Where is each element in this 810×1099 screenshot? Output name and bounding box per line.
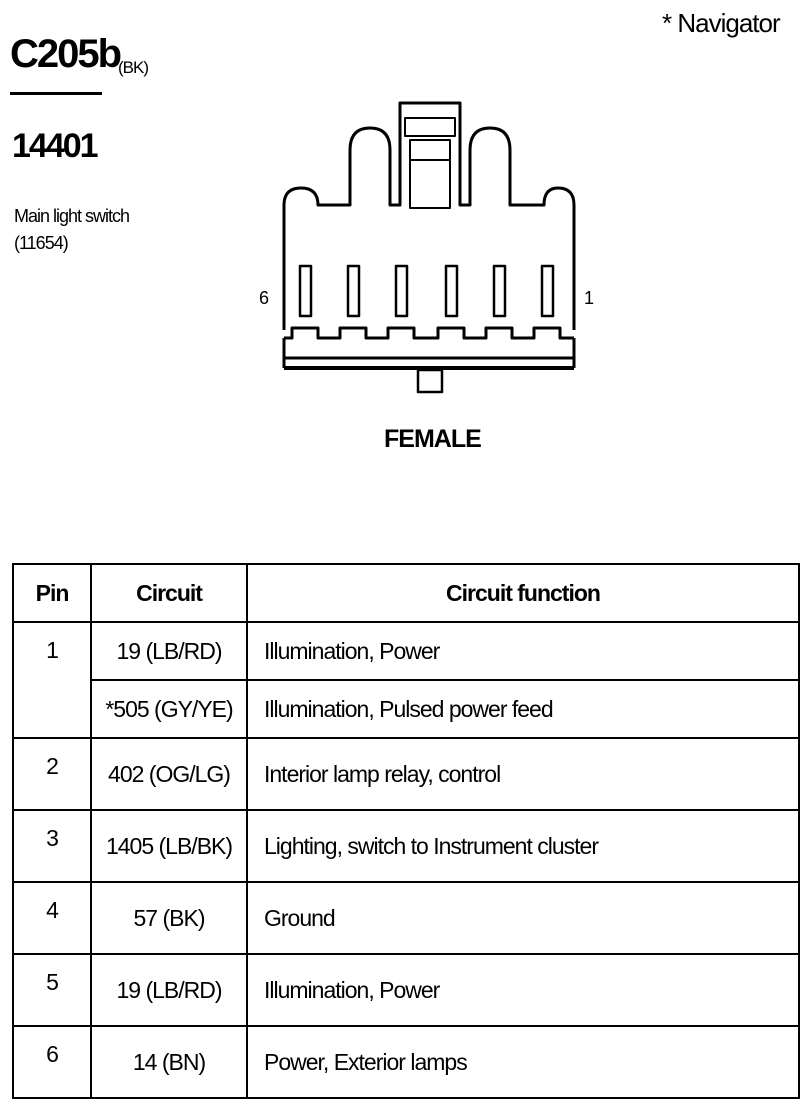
table-row: 6 14 (BN) Power, Exterior lamps [12, 1025, 800, 1099]
cell-pin: 6 [12, 1025, 92, 1099]
description-line: (11654) [14, 233, 69, 253]
cell-circuit: 14 (BN) [90, 1025, 248, 1099]
table-row: 1 19 (LB/RD) Illumination, Power [12, 621, 800, 739]
pin-label-left: 6 [259, 288, 270, 308]
cell-circuit: 1405 (LB/BK) [90, 809, 248, 883]
connector-color: (BK) [118, 58, 149, 77]
table-row: *505 (GY/YE) Illumination, Pulsed power … [13, 679, 800, 739]
cell-function: Power, Exterior lamps [246, 1025, 800, 1099]
header-circuit: Circuit [90, 563, 248, 623]
cell-circuit: 19 (LB/RD) [90, 621, 248, 681]
cell-circuit: 402 (OG/LG) [90, 737, 248, 811]
cell-function: Ground [246, 881, 800, 955]
cell-function: Illumination, Power [246, 953, 800, 1027]
table-row: 3 1405 (LB/BK) Lighting, switch to Instr… [12, 809, 800, 883]
footnote-navigator: * Navigator [662, 8, 781, 38]
cell-circuit: 19 (LB/RD) [90, 953, 248, 1027]
cell-pin: 2 [12, 737, 92, 811]
cell-circuit: *505 (GY/YE) [90, 679, 248, 739]
cell-function: Illumination, Power [246, 621, 800, 681]
pin-label-right: 1 [584, 288, 595, 308]
cell-function: Interior lamp relay, control [246, 737, 800, 811]
cell-function: Illumination, Pulsed power feed [246, 679, 800, 739]
table-row: 4 57 (BK) Ground [12, 881, 800, 955]
cell-pin: 3 [12, 809, 92, 883]
connector-id: C205b [10, 32, 122, 76]
table-row: 2 402 (OG/LG) Interior lamp relay, contr… [12, 737, 800, 811]
connector-description: Main light switch (11654) [14, 203, 130, 257]
cell-circuit: 57 (BK) [90, 881, 248, 955]
cell-function: Lighting, switch to Instrument cluster [246, 809, 800, 883]
part-number: 14401 [12, 127, 99, 165]
table-header-row: Pin Circuit Circuit function [12, 563, 800, 623]
title-underline [10, 92, 102, 95]
connector-gender: FEMALE [384, 425, 482, 453]
header-function: Circuit function [246, 563, 800, 623]
description-line: Main light switch [14, 206, 130, 226]
cell-pin: 1 [12, 621, 92, 739]
connector-face-diagram [282, 101, 576, 394]
table-row: 5 19 (LB/RD) Illumination, Power [12, 953, 800, 1027]
header-pin: Pin [12, 563, 92, 623]
pinout-table: Pin Circuit Circuit function 1 19 (LB/RD… [12, 563, 800, 1099]
cell-pin: 5 [12, 953, 92, 1027]
cell-pin: 4 [12, 881, 92, 955]
